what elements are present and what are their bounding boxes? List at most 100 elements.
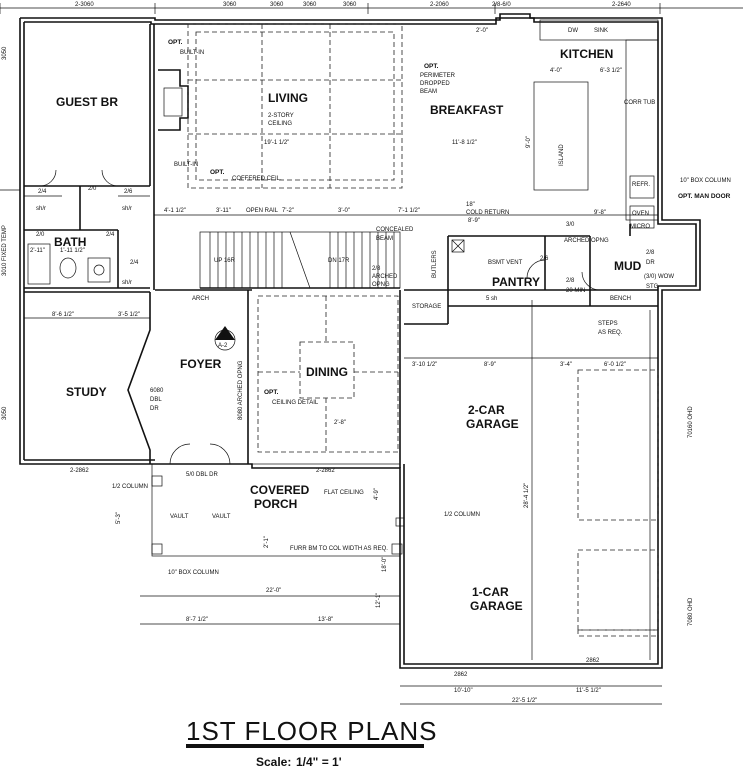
dim-8-7: 8'-7 1/2" (186, 617, 208, 623)
dim-11-8: 11'-8 1/2" (452, 140, 477, 146)
room-guest-br: GUEST BR (56, 95, 118, 109)
room-foyer: FOYER (180, 357, 222, 371)
exterior-walls (19, 13, 701, 669)
dim-2-0: 2'-0" (476, 28, 488, 34)
note-opt-dining: OPT. (264, 389, 279, 396)
note-shr-2: sh/r (122, 206, 132, 212)
dim-2-6b: 2/6 (540, 256, 549, 262)
note-micro: MICRO (630, 224, 650, 230)
room-labels: GUEST BR LIVING BREAKFAST KITCHEN BATH P… (54, 47, 642, 613)
dim-2-4c: 2/4 (130, 260, 139, 266)
note-shr-1: sh/r (36, 206, 46, 212)
dim-2-0c: 2/0 (36, 232, 45, 238)
note-dw: DW (568, 28, 578, 34)
note-opt-man-door: OPT. MAN DOOR (678, 193, 731, 200)
note-dn-17r: DN 17R (328, 258, 350, 264)
room-2car-line2: GARAGE (466, 417, 519, 431)
note-as-req: AS REQ. (598, 330, 623, 336)
note-opt-builtin: OPT. (168, 39, 183, 46)
note-box-column-2: 10" BOX COLUMN (680, 178, 731, 184)
dim-2-11: 2'-11" (30, 248, 45, 254)
dim-4-9: 4'-9" (374, 488, 380, 500)
note-vault-2: VAULT (212, 514, 231, 520)
room-study: STUDY (66, 385, 107, 399)
note-cold-return: COLD RETURN (466, 210, 509, 216)
dim-2-4b: 2/4 (106, 232, 115, 238)
dim-4-0: 4'-0" (550, 68, 562, 74)
note-furr: FURR BM TO COL WIDTH AS REQ. (290, 546, 388, 552)
note-5-0-dbl-dr: 5/0 DBL DR (186, 472, 218, 478)
dim-8-9b: 8'-9" (484, 362, 496, 368)
dimension-labels: 19'-1 1/2" 11'-8 1/2" 4'-1 1/2" 3'-11" 7… (2, 28, 655, 704)
section-arrow (215, 326, 235, 340)
stair-treads (209, 231, 395, 289)
dim-2862a: 2862 (454, 672, 468, 678)
dim-8-6: 8'-6 1/2" (52, 312, 74, 318)
bench-label: BENCH (610, 296, 631, 302)
dim-9-8: 9'-8" (594, 210, 606, 216)
note-steps: STEPS (598, 321, 618, 327)
note-corner-tub: CORR TUB (624, 100, 655, 106)
note-ohd-70160: 70160 OHD (688, 406, 694, 438)
dim-6-0: 6'-0 1/2" (604, 362, 626, 368)
dim-top-7: 2/8-6/0 (492, 2, 511, 8)
annotations: OPT. BUILT-IN BUILT-IN 2-STORY CEILING O… (36, 28, 731, 626)
dim-22-5: 22'-5 1/2" (512, 698, 537, 704)
dim-top-4: 3060 (303, 2, 317, 8)
note-oven: OVEN (632, 211, 649, 217)
dim-3-0: 3'-0" (338, 208, 350, 214)
dim-2-0b: 2/0 (88, 186, 97, 192)
dim-8-9: 8'-9" (468, 218, 480, 224)
dim-2-4: 2/4 (38, 189, 47, 195)
dim-19-1: 19'-1 1/2" (264, 140, 289, 146)
room-living: LIVING (268, 91, 308, 105)
note-refr: REFR. (632, 182, 650, 188)
room-1car-line1: 1-CAR (472, 585, 509, 599)
note-ohd-7080: 7080 OHD (688, 597, 694, 626)
dim-top-8: 2-2640 (612, 2, 631, 8)
dim-3-11: 3'-11" (216, 208, 231, 214)
dim-4-1: 4'-1 1/2" (164, 208, 186, 214)
dim-top-6: 2-2060 (430, 2, 449, 8)
note-8080-arched: 8080 ARCHED OPNG (238, 360, 244, 420)
dim-top-5: 3060 (343, 2, 357, 8)
room-covered: COVERED (250, 483, 310, 497)
dim-3010-fixed: 3010 FIXED TEMP (2, 225, 8, 276)
note-2-story: 2-STORY (268, 113, 294, 119)
dim-top-1: 2-3060 (75, 2, 94, 8)
dim-13-8: 13'-8" (318, 617, 333, 623)
section-number: 3 (222, 333, 226, 339)
note-builtin-2: BUILT-IN (174, 162, 198, 168)
dim-2-2862b: 2-2862 (316, 468, 335, 474)
dim-2-8d: 2'-8" (334, 420, 346, 426)
room-kitchen: KITCHEN (560, 47, 613, 61)
note-beam-2: BEAM (376, 236, 393, 242)
dim-9-0: 9'-0" (526, 136, 532, 148)
dim-6-3: 6'-3 1/2" (600, 68, 622, 74)
note-flat-ceiling: FLAT CEILING (324, 490, 364, 496)
title-block: 1ST FLOOR PLANS Scale: 1/4" = 1' (186, 716, 437, 768)
interior-walls (0, 19, 662, 705)
note-ceiling-detail: CEILING DETAIL (272, 400, 319, 406)
room-pantry: PANTRY (492, 275, 540, 289)
dim-11-5: 11'-5 1/2" (576, 688, 601, 694)
section-sheet: A-2 (218, 343, 228, 349)
dim-5-3: 5'-3" (116, 512, 122, 524)
dim-2-8: 2/8 (372, 266, 381, 272)
note-opng: OPNG (372, 282, 390, 288)
note-opt-coffered: OPT. (210, 169, 225, 176)
note-dbl: DBL (150, 397, 162, 403)
dim-18: 18" (466, 202, 475, 208)
note-ceiling: CEILING (268, 121, 292, 127)
note-perimeter: PERIMETER (420, 73, 456, 79)
note-open-rail: OPEN RAIL (246, 208, 279, 214)
dim-top-2: 3060 (223, 2, 237, 8)
note-dropped: DROPPED (420, 81, 450, 87)
dim-3-5: 3'-5 1/2" (118, 312, 140, 318)
note-opt-perimeter: OPT. (424, 63, 439, 70)
dim-3050-left: 3050 (2, 46, 8, 60)
dim-2-8b: 2/8 (566, 278, 575, 284)
dim-7-1: 7'-1 1/2" (398, 208, 420, 214)
note-shr-3: sh/r (122, 280, 132, 286)
